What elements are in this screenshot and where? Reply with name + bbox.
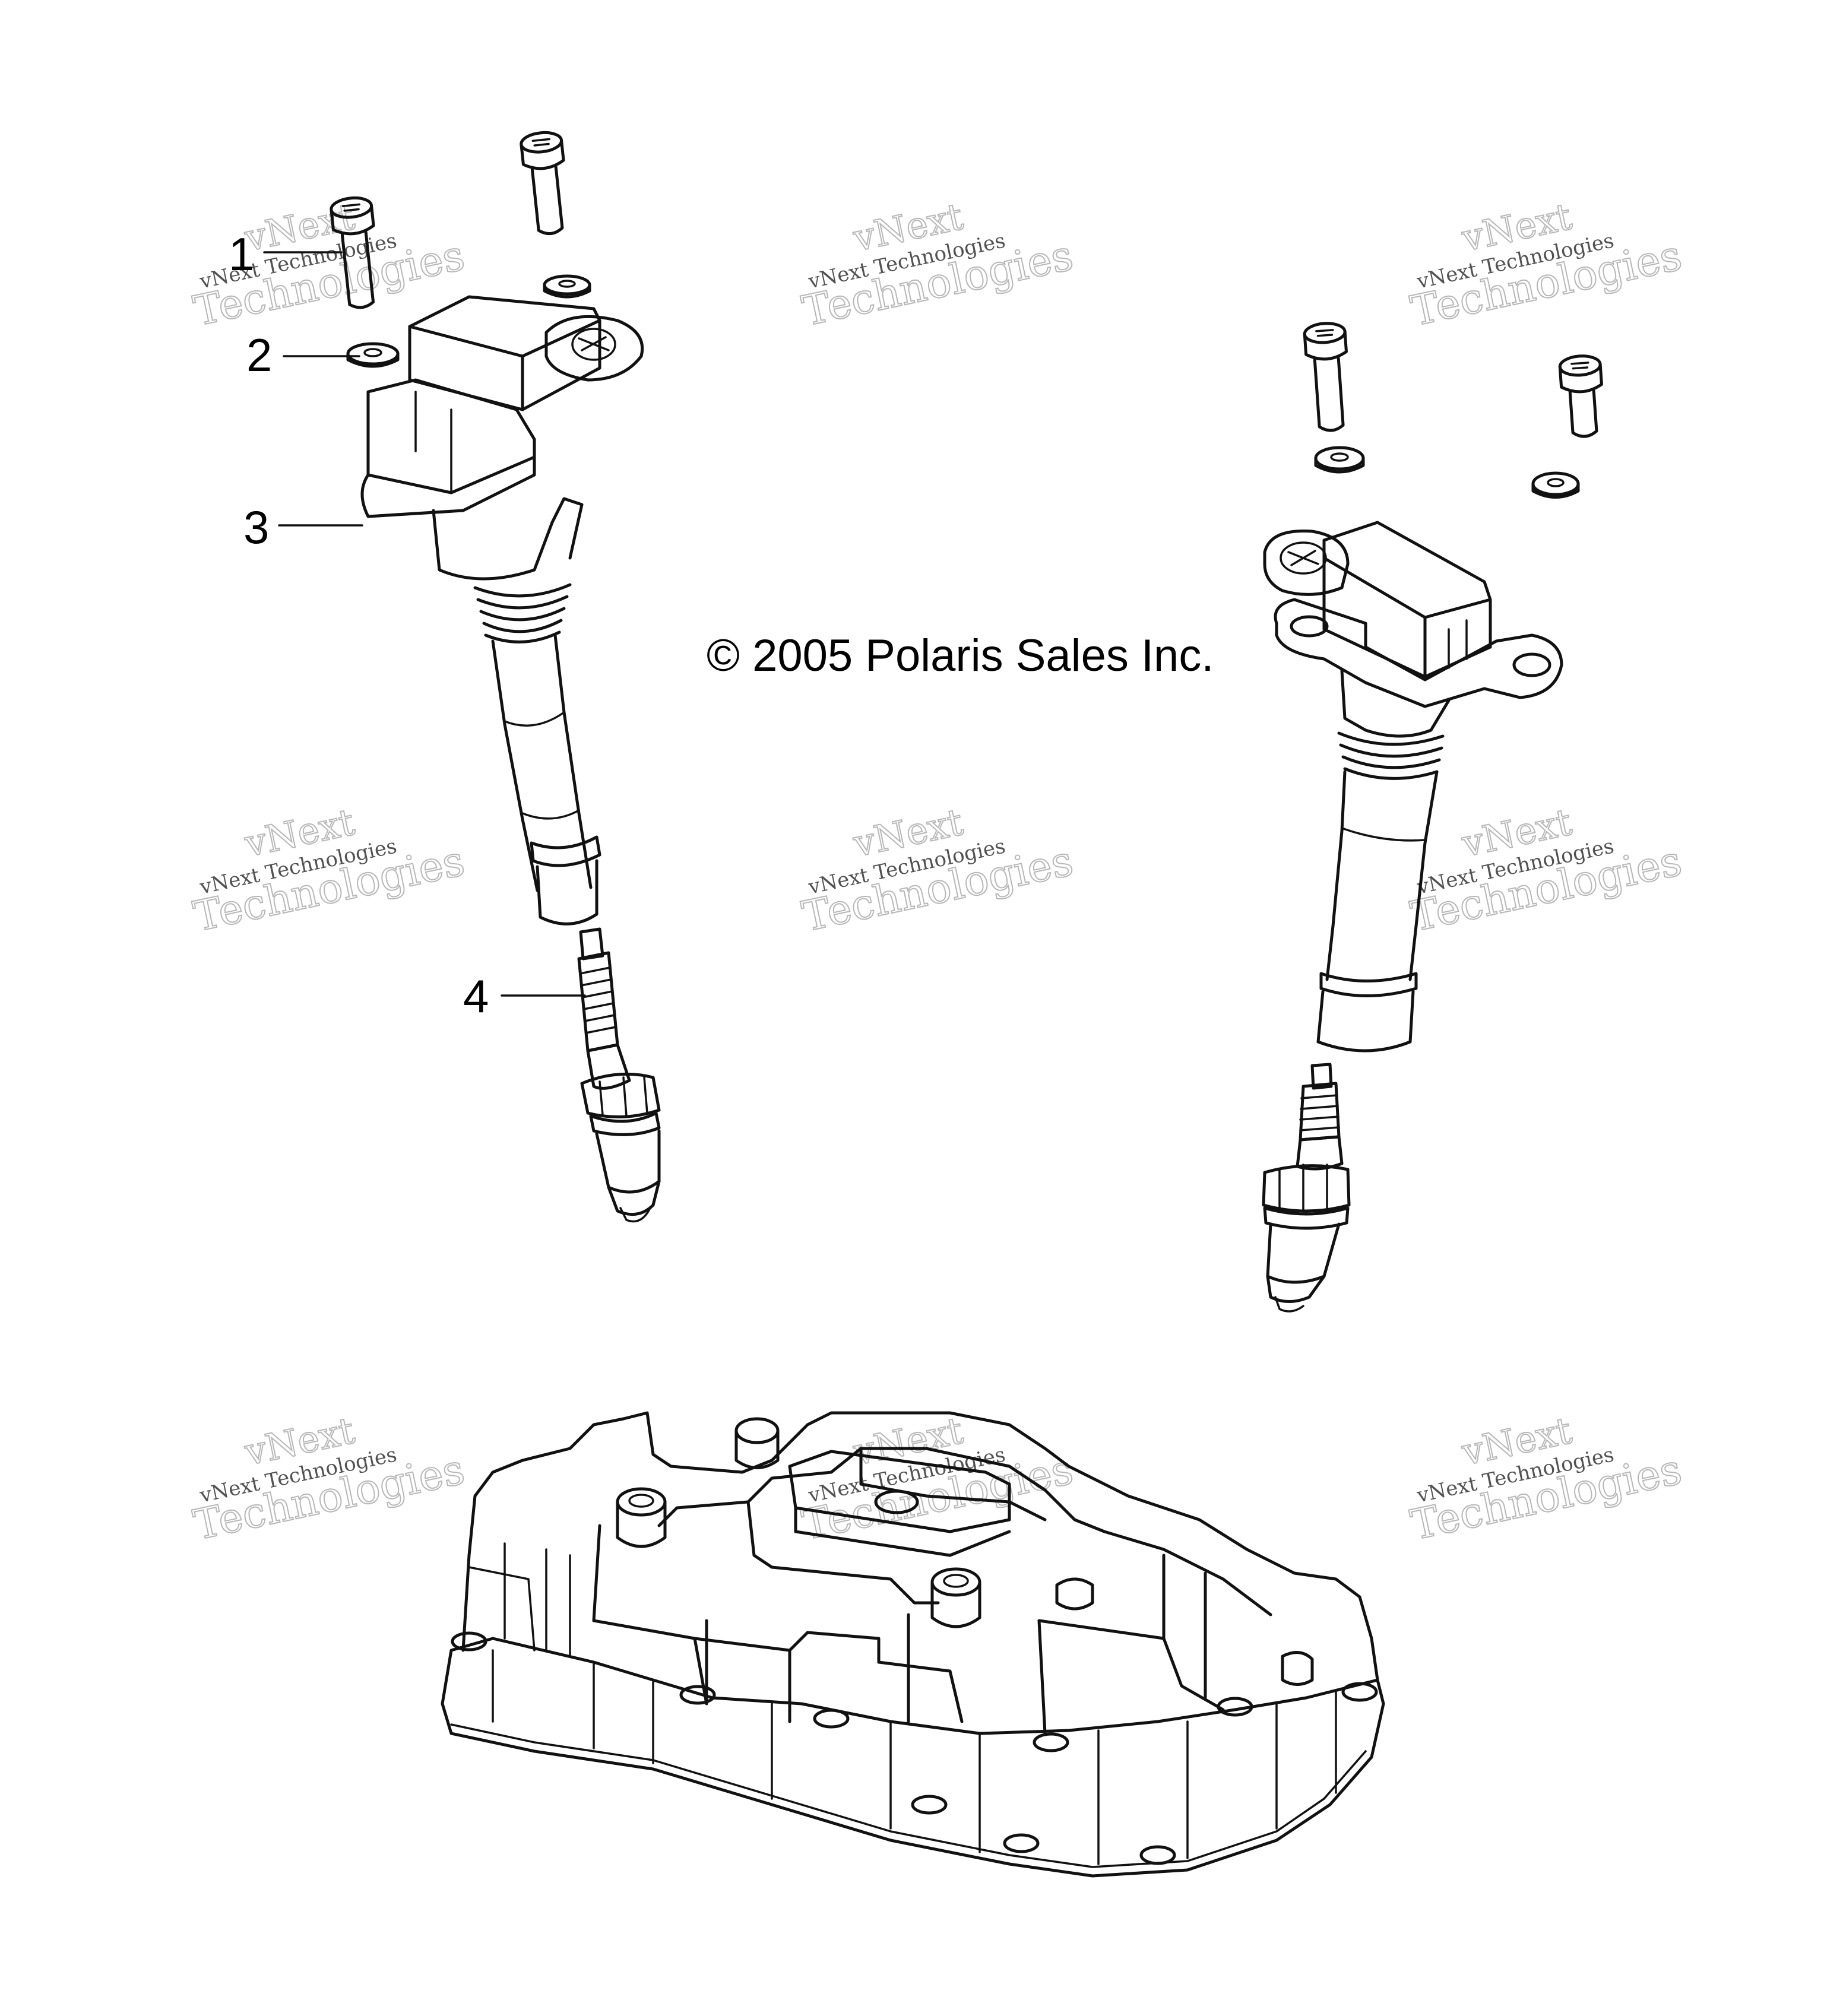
flange-bolts <box>451 1631 1378 1865</box>
ignition-coil-left <box>360 295 644 925</box>
bolt-left-front <box>330 196 375 309</box>
bolt-left-rear <box>520 131 565 235</box>
bolt-right-front <box>1303 322 1348 432</box>
copyright-notice: © 2005 Polaris Sales Inc. <box>707 630 1214 681</box>
callout-number-3: 3 <box>243 501 269 553</box>
callout-3: 3 <box>243 501 363 553</box>
washer-right-front <box>1314 446 1365 474</box>
callout-number-4: 4 <box>463 970 489 1022</box>
callout-1: 1 <box>229 228 343 280</box>
ignition-coil-right <box>1263 521 1563 1053</box>
washer-left-front <box>346 342 400 368</box>
callout-number-1: 1 <box>229 228 254 280</box>
bolt-right-rear <box>1558 354 1603 438</box>
callout-2: 2 <box>246 329 360 381</box>
callout-4: 4 <box>463 970 586 1022</box>
washer-right-rear <box>1531 471 1580 499</box>
spark-plug-left <box>577 927 661 1223</box>
spark-plug-right <box>1262 1063 1351 1313</box>
callout-number-2: 2 <box>246 329 272 381</box>
valve-cover <box>441 1411 1385 1878</box>
washer-left-rear <box>543 274 591 299</box>
